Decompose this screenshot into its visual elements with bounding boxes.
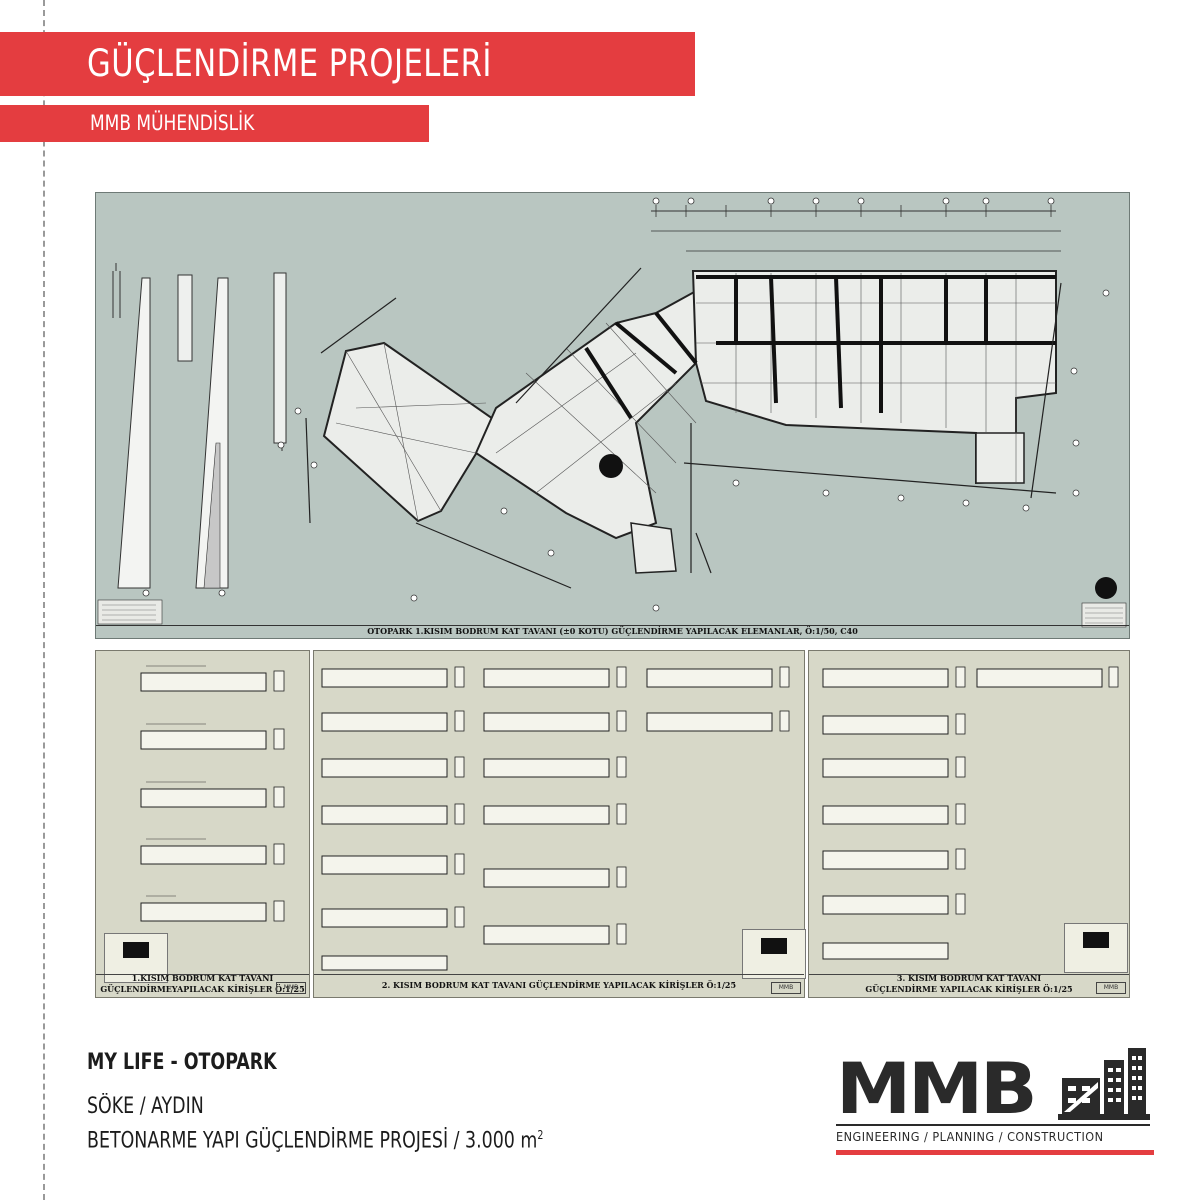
stamp-2	[742, 929, 806, 979]
beam-details-svg-1	[140, 665, 285, 922]
logo-accent-bar	[836, 1150, 1154, 1155]
building-skyline-icon	[1058, 1048, 1150, 1120]
project-location: SÖKE / AYDIN	[87, 1094, 204, 1119]
beam-panel-3: 3. KISIM BODRUM KAT TAVANI GÜÇLENDİRME Y…	[808, 650, 1130, 998]
page-subtitle: MMB MÜHENDİSLİK	[90, 111, 255, 135]
panel-title-2: 2. KISIM BODRUM KAT TAVANI GÜÇLENDİRME Y…	[381, 980, 737, 990]
logo-tagline: ENGINEERING / PLANNING / CONSTRUCTION	[836, 1124, 1150, 1144]
panel-title-3: 3. KISIM BODRUM KAT TAVANI GÜÇLENDİRME Y…	[865, 973, 1073, 994]
panel-title-box-3	[809, 974, 1129, 997]
beam-panel-1: 1.KISIM BODRUM KAT TAVANI GÜÇLENDİRMEYAP…	[95, 650, 310, 998]
plan-caption-box	[96, 625, 1129, 638]
logo-wordmark: MMB	[836, 1048, 1038, 1130]
project-description: BETONARME YAPI GÜÇLENDİRME PROJESİ / 3.0…	[87, 1128, 544, 1154]
dashed-guide-line	[43, 0, 45, 1200]
floor-plan-svg	[97, 197, 1127, 628]
stamp-3	[1064, 923, 1128, 973]
page-title: GÜÇLENDİRME PROJELERİ	[87, 42, 492, 85]
title-banner: GÜÇLENDİRME PROJELERİ	[0, 32, 695, 96]
plan-caption: OTOPARK 1.KISIM BODRUM KAT TAVANI (±0 KO…	[367, 626, 858, 636]
beam-panel-2: 2. KISIM BODRUM KAT TAVANI GÜÇLENDİRME Y…	[313, 650, 806, 998]
panel-title-box-2	[314, 974, 804, 997]
mini-logo-3: MMB	[1096, 982, 1126, 994]
project-name: MY LIFE - OTOPARK	[87, 1050, 277, 1075]
mmb-logo: MMB ENGINEERING / PLANNING / CONSTRUCTIO…	[836, 1048, 1154, 1158]
beam-details-svg-3	[822, 666, 1119, 960]
subtitle-banner: MMB MÜHENDİSLİK	[0, 105, 429, 142]
mini-logo-2: MMB	[771, 982, 801, 994]
panel-title-1: 1.KISIM BODRUM KAT TAVANI GÜÇLENDİRMEYAP…	[100, 973, 305, 994]
beam-details-svg-2	[321, 666, 790, 971]
panel-title-box-1	[96, 974, 309, 997]
floor-plan-drawing: OTOPARK 1.KISIM BODRUM KAT TAVANI (±0 KO…	[95, 192, 1130, 639]
mini-logo-1: MMB	[276, 982, 306, 994]
